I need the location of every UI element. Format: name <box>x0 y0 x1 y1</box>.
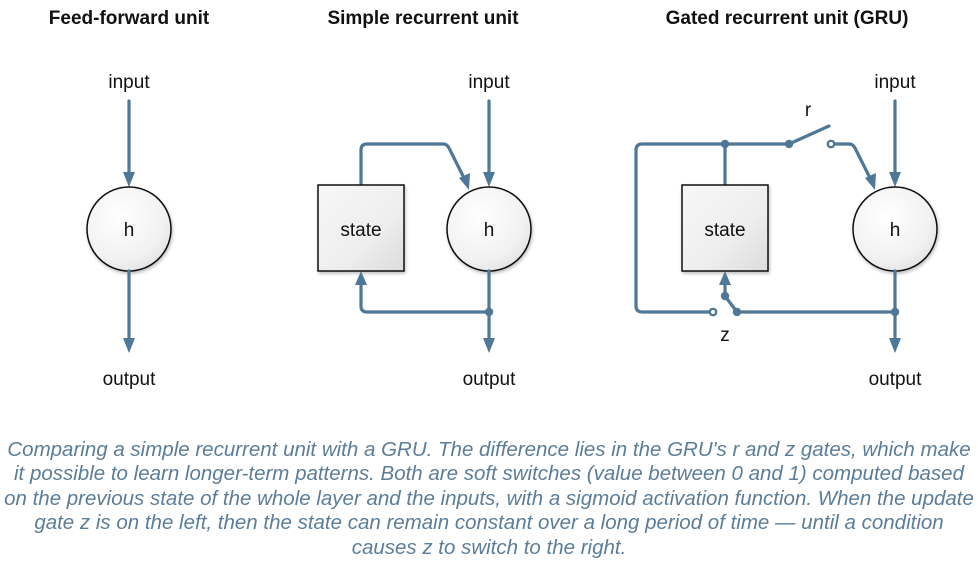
junction-dot <box>720 139 730 149</box>
arrowhead-icon <box>889 338 901 353</box>
simple-recurrent-output-label: output <box>463 369 517 390</box>
update-gate-label: z <box>720 325 730 346</box>
gru-input-label: input <box>874 72 916 93</box>
arrowhead-icon <box>459 173 470 190</box>
switch-pivot-dot <box>784 139 794 149</box>
gru-reset-to-h-wire <box>833 142 872 180</box>
simple-recurrent-title: Simple recurrent unit <box>327 8 519 29</box>
switch-contact-open <box>708 307 718 317</box>
arrowhead-icon <box>123 172 135 187</box>
feed-forward-output-label: output <box>103 369 157 390</box>
arrowhead-icon <box>865 173 876 190</box>
simple-recurrent-feedback-wire <box>359 142 466 187</box>
switch-contact-open <box>826 139 836 149</box>
simple-recurrent-state-update-wire <box>359 280 491 314</box>
gru-output-label: output <box>869 369 923 390</box>
feed-forward-title: Feed-forward unit <box>49 8 210 29</box>
reset-gate-label: r <box>805 100 812 121</box>
simple-recurrent-input-label: input <box>468 72 510 93</box>
junction-dot <box>890 307 900 317</box>
junction-dot <box>484 307 494 317</box>
arrowhead-icon <box>483 338 495 353</box>
arrowhead-icon <box>483 172 495 187</box>
gru-node-label: h <box>890 220 901 241</box>
rnn-comparison-diagram: Feed-forward unit input h output Simple … <box>49 8 938 390</box>
gru-state-label: state <box>704 220 745 241</box>
arrowhead-icon <box>123 338 135 353</box>
simple-recurrent-node-label: h <box>484 220 495 241</box>
reset-gate-lever <box>787 124 831 146</box>
arrowhead-icon <box>355 271 367 285</box>
switch-pivot-dot <box>720 291 730 301</box>
gru-panel: Gated recurrent unit (GRU) input r state… <box>634 8 938 390</box>
feed-forward-input-label: input <box>108 72 150 93</box>
update-gate-switch: z <box>708 271 742 346</box>
arrowhead-icon <box>719 271 731 285</box>
switch-contact-closed <box>732 307 742 317</box>
figure-caption: Comparing a simple recurrent unit with a… <box>4 438 974 559</box>
reset-gate-switch: r <box>784 100 876 190</box>
simple-recurrent-state-label: state <box>340 220 381 241</box>
gru-title: Gated recurrent unit (GRU) <box>666 8 909 29</box>
simple-recurrent-panel: Simple recurrent unit input state h outp… <box>317 8 532 390</box>
gru-outer-loop-wire <box>634 142 791 314</box>
arrowhead-icon <box>889 172 901 187</box>
feed-forward-node-label: h <box>124 220 135 241</box>
feed-forward-panel: Feed-forward unit input h output <box>49 8 210 390</box>
